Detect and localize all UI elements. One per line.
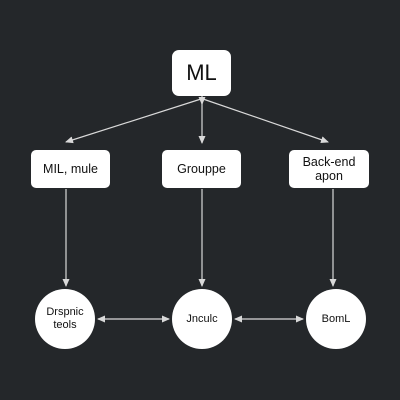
edge-root-to-right-box [202, 98, 329, 144]
node-right-circle-label: BomL [321, 312, 351, 325]
node-right-circle: BomL [306, 289, 366, 349]
node-center-box: Grouppe [162, 150, 241, 188]
node-right-box-label: Back-end apon [302, 155, 356, 183]
node-center-circle: Jnculc [172, 289, 232, 349]
node-left-circle-label: Drspnic teols [46, 306, 84, 331]
node-left-box: MIL, mule [31, 150, 110, 188]
node-right-box: Back-end apon [289, 150, 369, 188]
edge-root-to-left-box [65, 98, 202, 144]
node-root: ML [172, 50, 231, 96]
node-center-box-label: Grouppe [177, 162, 226, 176]
node-center-circle-label: Jnculc [186, 312, 218, 325]
node-left-box-label: MIL, mule [43, 162, 98, 176]
node-root-label: ML [186, 60, 217, 85]
node-left-circle: Drspnic teols [35, 289, 95, 349]
